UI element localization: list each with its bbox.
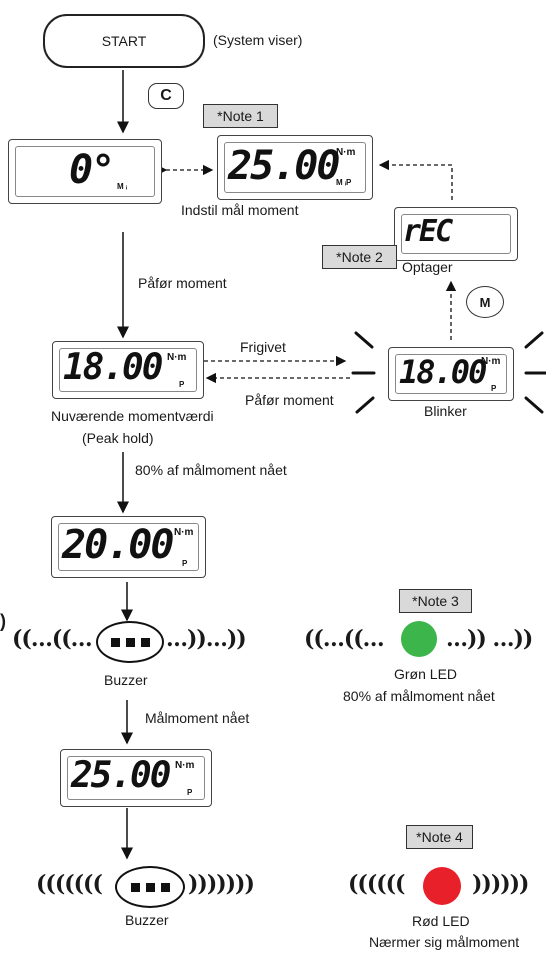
label-blinks: Blinker (424, 403, 467, 419)
label-red-led-desc: Nærmer sig målmoment (369, 934, 520, 950)
lcd-blink: 18.00 N·m P (388, 347, 514, 401)
lcd-rec: rEC (394, 207, 518, 261)
label-green-led-desc: 80% af målmoment nået (343, 688, 495, 704)
lcd-target: 25.00 N·m M ᵢP (217, 135, 373, 200)
note-4: *Note 4 (406, 825, 473, 849)
label-peak-hold: (Peak hold) (82, 430, 154, 446)
buzzer1-wave-left: ((…((… (12, 626, 93, 652)
label-released: Frigivet (240, 339, 286, 355)
lcd-current-sub: P (179, 380, 185, 389)
note-2: *Note 2 (322, 245, 397, 269)
label-target-reached: Målmoment nået (145, 710, 250, 726)
start-node: START (43, 14, 205, 68)
lcd-eighty-sub: P (182, 559, 188, 568)
label-buzzer-1: Buzzer (104, 672, 148, 688)
led1-wave-left: ((…((… (304, 626, 385, 652)
lcd-current-value: 18.00 (63, 347, 163, 388)
lcd-full-value: 25.00 (71, 755, 171, 796)
lcd-target-value: 25.00 (228, 143, 340, 189)
led2-wave-right: )))))) (472, 871, 529, 897)
lcd-target-sub: M ᵢP (336, 178, 352, 187)
lcd-eighty-value: 20.00 (62, 522, 174, 568)
buzzer2-wave-left: ((((((( (36, 871, 103, 897)
lcd-blink-value: 18.00 (399, 353, 487, 391)
lcd-eighty-unit: N·m (174, 527, 194, 538)
start-note: (System viser) (213, 32, 303, 48)
note-4-label: *Note 4 (416, 829, 463, 845)
buzzer1-wave-right: …))…)) (166, 626, 247, 652)
c-button-label: C (160, 87, 172, 104)
lcd-blink-sub: P (491, 384, 497, 393)
m-button[interactable]: M (466, 286, 504, 318)
led1-wave-right: …)) …)) (446, 626, 533, 652)
note-1: *Note 1 (203, 104, 278, 128)
lcd-blink-unit: N·m (481, 356, 501, 367)
buzzer2-wave-right: ))))))) (188, 871, 255, 897)
label-apply-moment: Påfør moment (138, 275, 227, 291)
label-green-led: Grøn LED (394, 666, 458, 682)
lcd-full: 25.00 N·m P (60, 749, 212, 807)
label-apply-back: Påfør moment (245, 392, 334, 408)
lcd-rec-value: rEC (403, 214, 453, 249)
lcd-current-unit: N·m (167, 352, 187, 363)
note-3-label: *Note 3 (412, 593, 459, 609)
lcd-full-sub: P (187, 788, 193, 797)
arrow-rec-to-target (378, 159, 453, 200)
led2-wave-left: (((((( (348, 871, 405, 897)
lcd-target-unit: N·m (336, 147, 356, 158)
edge-mark: ) (0, 611, 6, 631)
lcd-eighty: 20.00 N·m P (51, 516, 206, 578)
note-2-label: *Note 2 (336, 249, 383, 265)
buzzer-1 (96, 621, 164, 663)
m-button-label: M (479, 294, 491, 310)
label-current-value: Nuværende momentværdi (51, 408, 214, 424)
label-recorder: Optager (402, 259, 453, 275)
c-button[interactable]: C (148, 83, 184, 109)
green-led (401, 621, 437, 657)
lcd-zero-value: 0° (69, 147, 115, 193)
lcd-zero-sub: M ᵢ (117, 182, 128, 191)
buzzer-2 (115, 866, 185, 908)
lcd-full-unit: N·m (175, 760, 195, 771)
lcd-zero: 0° M ᵢ (8, 139, 162, 204)
red-led (423, 867, 461, 905)
start-label: START (101, 33, 147, 49)
label-eighty-reached: 80% af målmoment nået (135, 462, 287, 478)
note-1-label: *Note 1 (217, 108, 264, 124)
lcd-current: 18.00 N·m P (52, 341, 204, 399)
blink-rays (351, 331, 546, 414)
label-red-led: Rød LED (412, 913, 470, 929)
label-set-target: Indstil mål moment (181, 202, 299, 218)
label-buzzer-2: Buzzer (125, 912, 169, 928)
note-3: *Note 3 (399, 589, 472, 613)
